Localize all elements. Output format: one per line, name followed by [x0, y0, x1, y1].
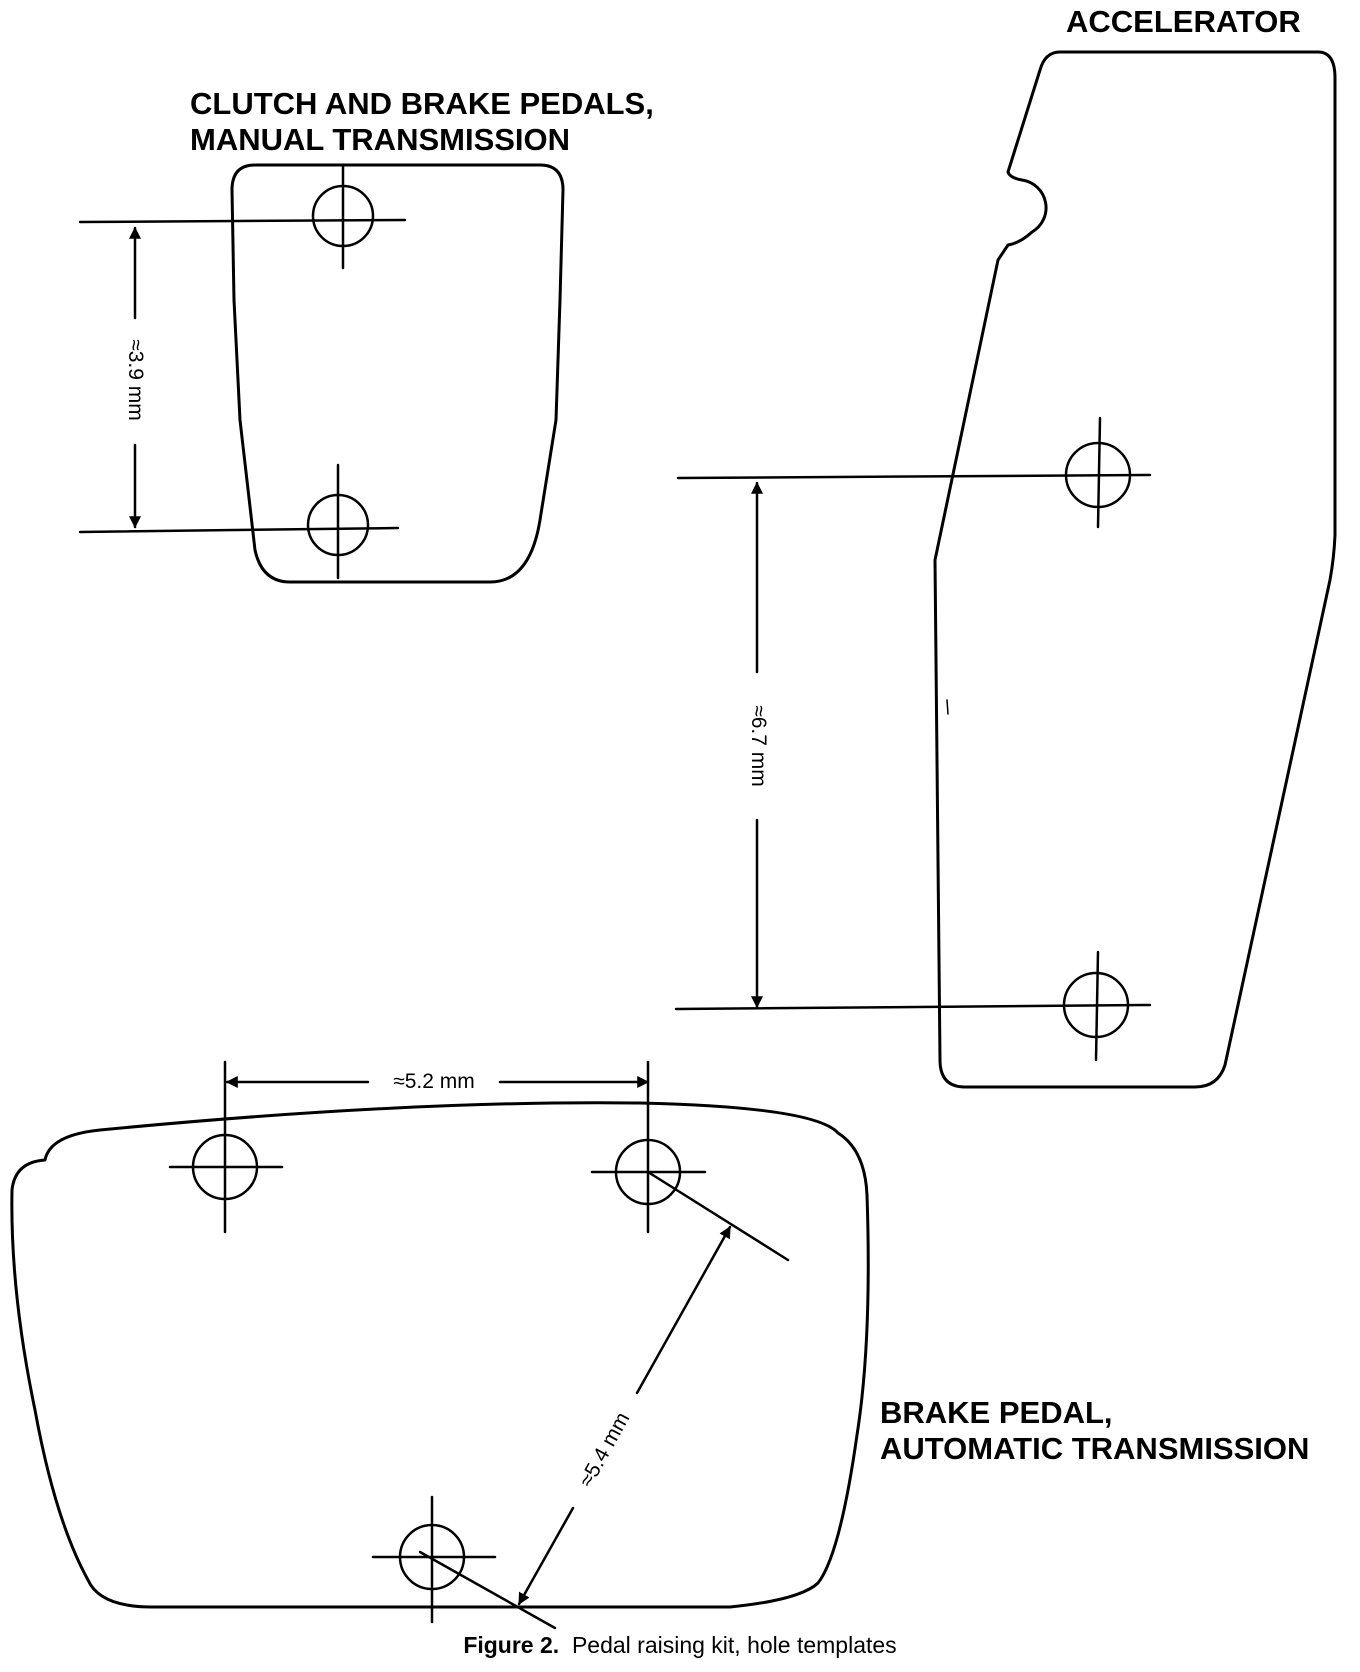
clutch-brake-label-line1: CLUTCH AND BRAKE PEDALS,	[190, 86, 654, 121]
brake-pedal-auto-outline	[10, 1101, 870, 1609]
figure-caption-text: Pedal raising kit, hole templates	[571, 1632, 897, 1658]
accelerator-hole-top	[676, 416, 1152, 529]
figure-number: Figure 2.	[463, 1632, 560, 1658]
clutch-hole-top	[78, 163, 407, 270]
accelerator-stray-mark	[946, 699, 949, 715]
accelerator-label: ACCELERATOR	[1066, 4, 1301, 39]
figure-caption: Figure 2. Pedal raising kit, hole templa…	[0, 1632, 1360, 1659]
accelerator-outline	[933, 50, 1337, 1089]
brake-diagonal-dimension-line	[517, 1225, 732, 1606]
brake-horizontal-dimension-text: ≈5.2 mm	[389, 1070, 479, 1094]
accelerator-dimension-text: ≈6.7 mm	[746, 701, 770, 791]
brake-hole-bottom	[371, 1495, 557, 1630]
brake-auto-label-line2: AUTOMATIC TRANSMISSION	[880, 1430, 1310, 1466]
clutch-brake-label: CLUTCH AND BRAKE PEDALS, MANUAL TRANSMIS…	[190, 86, 654, 158]
clutch-dimension-text: ≈3.9 mm	[123, 335, 147, 425]
brake-hole-top-right	[590, 1060, 790, 1262]
clutch-brake-label-line2: MANUAL TRANSMISSION	[190, 121, 571, 157]
brake-auto-label: BRAKE PEDAL, AUTOMATIC TRANSMISSION	[880, 1395, 1309, 1467]
brake-hole-top-left	[168, 1060, 284, 1234]
clutch-hole-bottom	[78, 463, 400, 580]
brake-auto-label-line1: BRAKE PEDAL,	[880, 1395, 1113, 1430]
accelerator-hole-bottom	[674, 950, 1152, 1062]
clutch-brake-pedal-outline	[230, 163, 565, 584]
